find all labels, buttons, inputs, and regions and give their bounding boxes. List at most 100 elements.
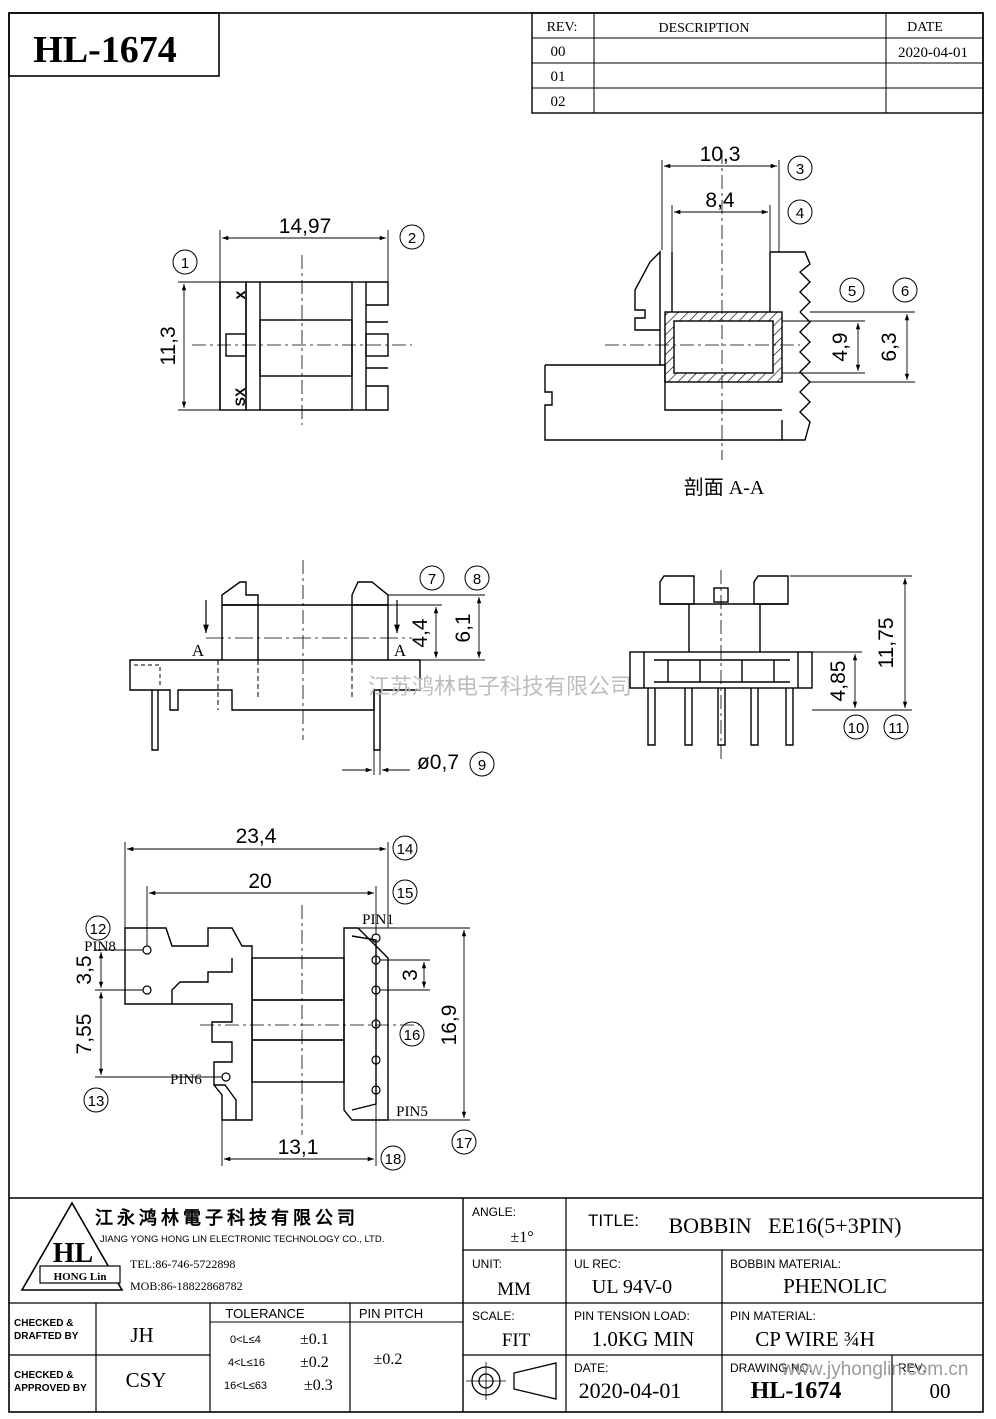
callout-10-number: 10 <box>848 720 865 737</box>
callout-17-number: 17 <box>456 1135 473 1152</box>
logo-letters: HL <box>53 1238 93 1269</box>
checked-approved-label-1: CHECKED & <box>14 1370 73 1381</box>
callout-16-number: 16 <box>404 1027 421 1044</box>
sheet-border <box>8 12 984 1413</box>
pin-material-value: CP WIRE ¾H <box>755 1327 875 1351</box>
company-name-cn: 江永鸿林電子科技有限公司 <box>95 1207 359 1228</box>
pin5-label: PIN5 <box>396 1104 428 1120</box>
callout-1 <box>172 249 198 275</box>
tolerance-range-1: 0<L≤4 <box>230 1334 261 1346</box>
rev-row-01: 01 <box>551 69 566 85</box>
section-cut-marks <box>203 600 400 633</box>
rev-row-00: 00 <box>551 44 566 60</box>
pin-pitch-value: ±0.2 <box>374 1351 403 1368</box>
pin-pitch-label: PIN PITCH <box>359 1306 423 1321</box>
ul-label: UL REC: <box>574 1257 621 1271</box>
revision-table <box>531 12 984 114</box>
tolerance-range-2: 4<L≤16 <box>228 1357 265 1369</box>
section-callouts <box>787 155 918 303</box>
checked-drafted-value: JH <box>130 1323 153 1347</box>
checked-approved-label-2: APPROVED BY <box>14 1383 87 1394</box>
checked-approved-value: CSY <box>126 1368 167 1392</box>
top-view-dimensions <box>178 230 389 411</box>
dim-3-5: 3,5 <box>73 955 96 984</box>
title-label: TITLE: <box>588 1211 639 1230</box>
pin8-label: PIN8 <box>84 939 116 955</box>
watermark-url: www.jyhonglin.com.cn <box>781 1359 969 1380</box>
date-header: DATE <box>907 20 943 35</box>
date-label: DATE: <box>574 1361 608 1375</box>
drawing-code-box: HL-1674 <box>8 12 220 77</box>
bobbin-material-value: PHENOLIC <box>783 1274 887 1298</box>
scale-label: SCALE: <box>472 1309 515 1323</box>
company-mob: MOB:86-18822868782 <box>130 1279 243 1293</box>
company-tel: TEL:86-746-5722898 <box>130 1257 235 1271</box>
callout-5-number: 5 <box>848 283 856 300</box>
top-view <box>192 255 412 425</box>
scale-value: FIT <box>502 1330 531 1351</box>
callout-7-number: 7 <box>428 571 436 588</box>
angle-value: ±1° <box>510 1229 533 1246</box>
section-caption: 剖面 A-A <box>684 476 765 499</box>
section-mark-left: A <box>192 641 205 660</box>
side-view-dimensions <box>342 594 485 775</box>
angle-label: ANGLE: <box>472 1205 516 1219</box>
callout-1-number: 1 <box>181 255 189 272</box>
pin6-label: PIN6 <box>170 1072 202 1088</box>
dim-3: 3 <box>399 969 422 981</box>
section-view <box>544 150 811 460</box>
dim-20: 20 <box>248 870 271 893</box>
watermark-company: 江苏鸿林电子科技有限公司 <box>368 674 632 699</box>
company-name-en: JIANG YONG HONG LIN ELECTRONIC TECHNOLOG… <box>100 1234 384 1245</box>
pin-tension-value: 1.0KG MIN <box>592 1327 695 1351</box>
dim-8-4: 8,4 <box>705 189 735 212</box>
callout-8-number: 8 <box>473 571 481 588</box>
dim-pin-diameter: ø0,7 <box>417 751 459 774</box>
dim-6-1: 6,1 <box>452 613 475 642</box>
side-view <box>129 560 421 751</box>
drawing-no-value: HL-1674 <box>751 1378 842 1404</box>
callout-15-number: 15 <box>397 885 414 902</box>
dim-11-3: 11,3 <box>157 326 180 365</box>
rev-header: REV: <box>547 20 578 35</box>
checked-drafted-label-1: CHECKED & <box>14 1318 73 1329</box>
callout-2 <box>399 224 425 250</box>
side-callouts <box>419 565 495 777</box>
callout-3-number: 3 <box>796 161 804 178</box>
dim-14-97: 14,97 <box>279 215 332 238</box>
title-block-grid <box>9 1197 983 1412</box>
callout-4-number: 4 <box>796 205 804 222</box>
callout-13-number: 13 <box>88 1093 105 1110</box>
drawing-code: HL-1674 <box>33 29 177 71</box>
pin-tension-label: PIN TENSION LOAD: <box>574 1309 690 1323</box>
drawing-no-label: DRAWING NO: <box>730 1361 812 1375</box>
end-view <box>629 570 813 760</box>
title-value: BOBBIN EE16(5+3PIN) <box>668 1213 901 1238</box>
end-callouts <box>843 714 909 740</box>
dim-11-75: 11,75 <box>875 618 898 669</box>
checked-drafted-label-2: DRAFTED BY <box>14 1331 79 1342</box>
dim-4-85: 4,85 <box>827 661 850 702</box>
tolerance-range-3: 16<L≤63 <box>224 1380 267 1392</box>
callout-12-number: 12 <box>90 921 107 938</box>
end-view-dimensions <box>790 575 912 711</box>
unit-label: UNIT: <box>472 1257 502 1271</box>
callout-11-number: 11 <box>888 720 904 737</box>
logo-caption: HONG Lin <box>54 1271 107 1283</box>
dim-4-9: 4,9 <box>829 332 852 361</box>
unit-value: MM <box>497 1279 531 1300</box>
bottom-view-dimensions <box>95 842 470 1166</box>
top-view-sx-mark: SX <box>232 387 248 406</box>
top-view-x-mark: x <box>232 290 249 299</box>
dim-7-55: 7,55 <box>73 1014 96 1055</box>
dim-23-4: 23,4 <box>236 825 277 848</box>
bottom-callouts <box>83 835 477 1171</box>
projection-symbol-icon <box>466 1362 557 1400</box>
section-view-dimensions <box>661 160 915 383</box>
dim-4-4: 4,4 <box>409 618 432 648</box>
section-mark-right: A <box>394 641 407 660</box>
dim-6-3: 6,3 <box>878 332 901 361</box>
rev-row-02: 02 <box>551 94 566 110</box>
dim-13-1: 13,1 <box>278 1136 319 1159</box>
